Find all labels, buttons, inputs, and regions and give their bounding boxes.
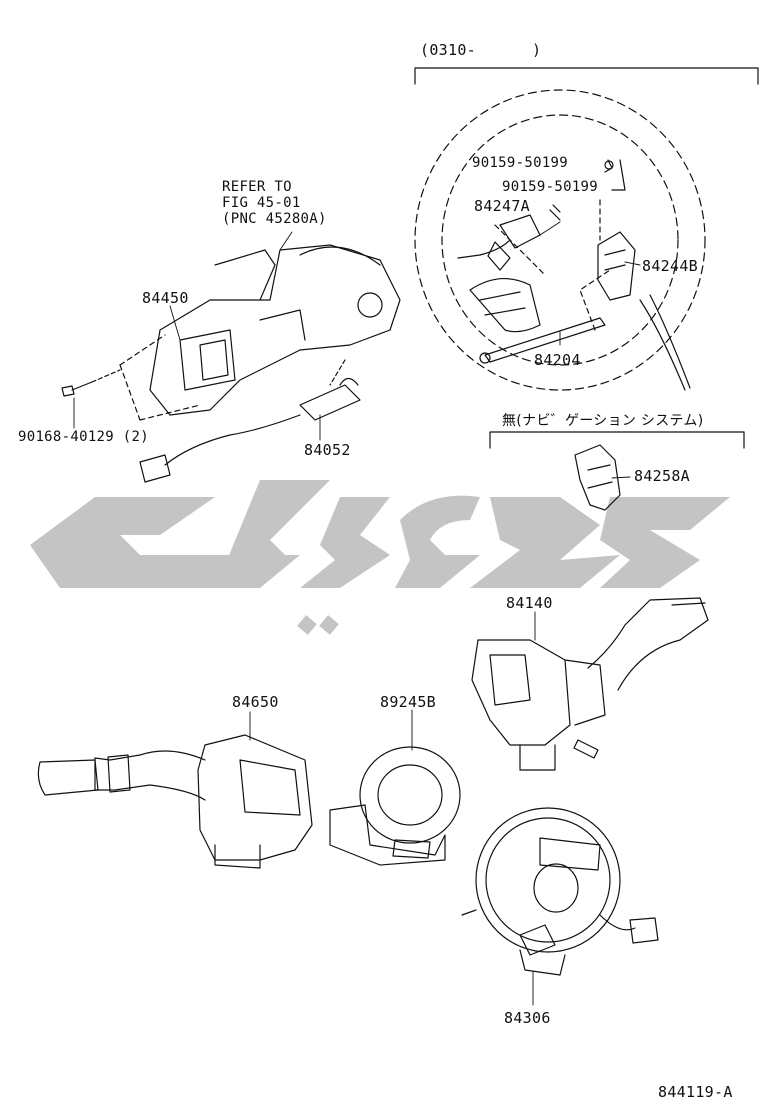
- part-number-90168[interactable]: 90168-40129 (2): [18, 429, 149, 445]
- part-number-90159-b[interactable]: 90159-50199: [502, 179, 599, 195]
- part-number-84247A[interactable]: 84247A: [474, 197, 530, 215]
- part-90168-drawing: [61, 369, 121, 397]
- no-navigation-label: 無(ナビ゛ゲーション システム): [502, 413, 704, 429]
- part-number-84258A[interactable]: 84258A: [634, 467, 690, 485]
- part-84140-drawing: [471, 597, 709, 771]
- part-84052-drawing: [139, 359, 361, 483]
- date-range-label: (0310- ): [420, 41, 542, 59]
- part-number-84650[interactable]: 84650: [232, 693, 279, 711]
- part-number-84204[interactable]: 84204: [534, 351, 581, 369]
- part-number-84052[interactable]: 84052: [304, 441, 351, 459]
- part-89245B-drawing: [329, 746, 461, 866]
- refer-note-line-1: REFER TO: [222, 179, 292, 195]
- part-84450-drawing: [119, 244, 401, 421]
- steering-switch-assembly: [457, 159, 691, 391]
- watermark-logo: [30, 480, 730, 635]
- refer-note-line-3: (PNC 45280A): [222, 211, 327, 227]
- part-84306-drawing: [461, 807, 659, 976]
- date-bracket: [414, 67, 759, 85]
- steering-wheel-outline: [414, 89, 706, 391]
- leader-lines: [73, 221, 641, 1006]
- part-number-84450[interactable]: 84450: [142, 289, 189, 307]
- no-nav-bracket: [489, 431, 745, 449]
- refer-note-line-2: FIG 45-01: [222, 195, 301, 211]
- part-number-84140[interactable]: 84140: [506, 594, 553, 612]
- figure-id: 844119-A: [658, 1083, 733, 1101]
- part-number-84244B[interactable]: 84244B: [642, 257, 698, 275]
- part-84650-drawing: [37, 734, 313, 869]
- part-number-90159-a[interactable]: 90159-50199: [472, 155, 569, 171]
- part-number-84306[interactable]: 84306: [504, 1009, 551, 1027]
- part-84258A-drawing: [574, 444, 621, 511]
- part-number-89245B[interactable]: 89245B: [380, 693, 436, 711]
